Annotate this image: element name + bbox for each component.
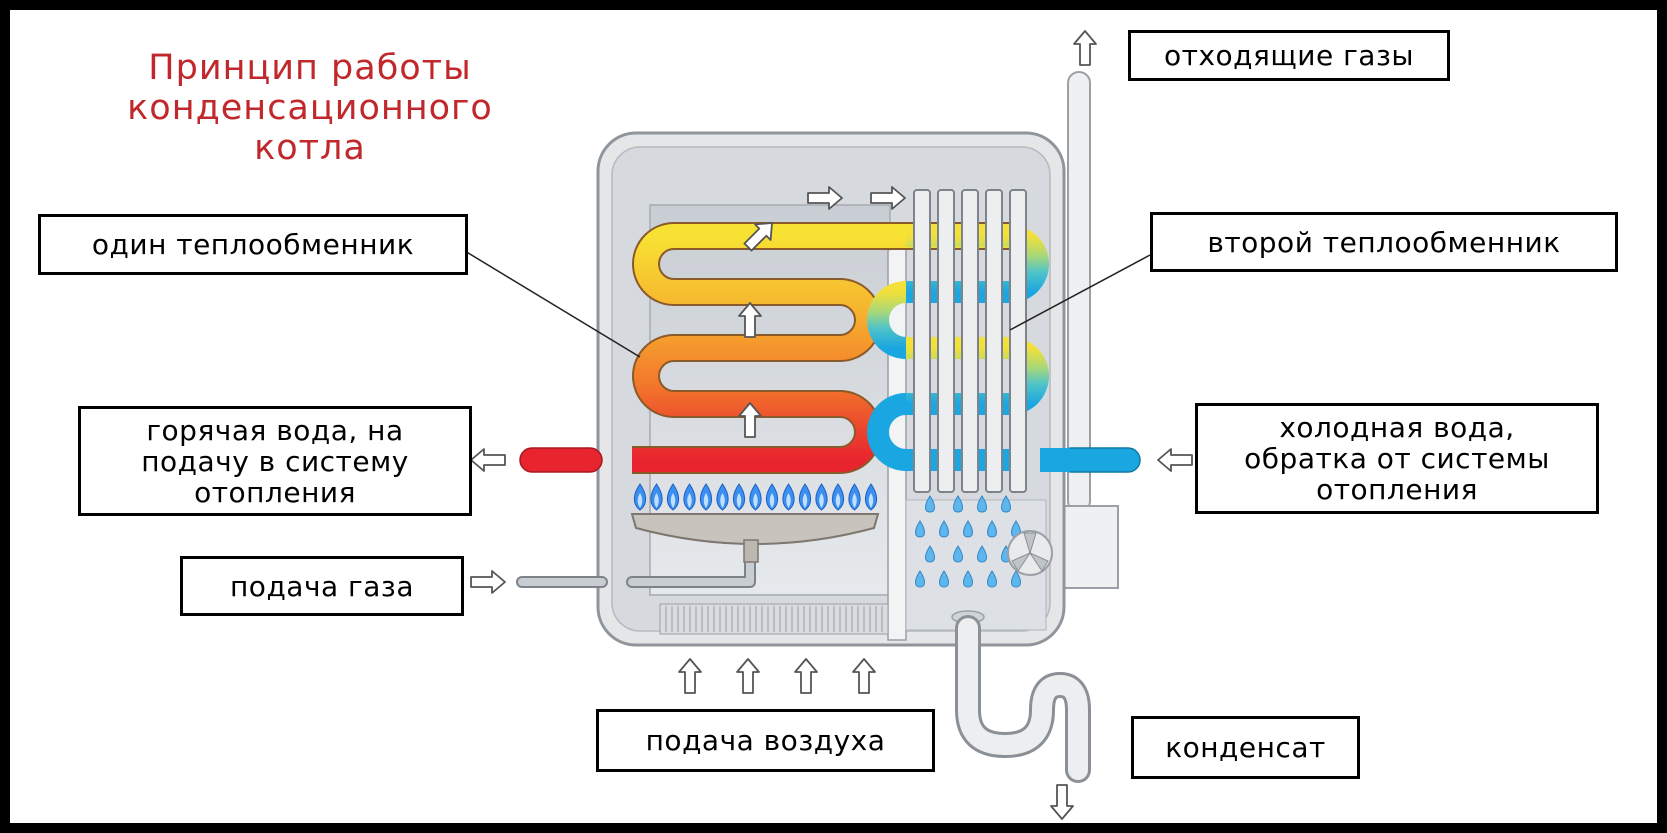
label-exhaust-gases: отходящие газы bbox=[1128, 30, 1450, 81]
arrow-up-icon bbox=[738, 402, 762, 438]
flame-icon bbox=[782, 483, 795, 511]
droplet-icon bbox=[915, 520, 925, 538]
callout-line-hx1 bbox=[454, 244, 641, 358]
label-cold-water: холодная вода, обратка от системы отопле… bbox=[1195, 403, 1599, 514]
arrow-down-icon bbox=[1050, 784, 1074, 820]
droplet-icon bbox=[915, 570, 925, 588]
label-heat-exchanger-2: второй теплообменник bbox=[1150, 212, 1618, 272]
droplet-icon bbox=[925, 495, 935, 513]
droplet-icon bbox=[1011, 570, 1021, 588]
flame-icon bbox=[716, 483, 729, 511]
arrow-up-icon bbox=[794, 658, 818, 694]
droplet-icon bbox=[987, 520, 997, 538]
flame-icon bbox=[765, 483, 779, 511]
flow-arrows bbox=[470, 30, 1193, 820]
exhaust-pipe bbox=[1067, 71, 1091, 513]
fan-icon bbox=[1007, 530, 1053, 576]
flame-icon bbox=[666, 483, 680, 511]
cold-water-pipe bbox=[1059, 447, 1141, 473]
flame-icon bbox=[831, 483, 845, 511]
callout-line-hx2 bbox=[1009, 254, 1151, 331]
diagram-frame: Принцип работы конденсационного котла от… bbox=[10, 10, 1657, 823]
title-line: конденсационного bbox=[127, 88, 493, 128]
arrow-up-icon bbox=[678, 658, 702, 694]
label-condensate: конденсат bbox=[1131, 716, 1360, 779]
droplet-icon bbox=[977, 495, 987, 513]
diagram-title: Принцип работы конденсационного котла bbox=[50, 48, 570, 168]
arrow-up-icon bbox=[743, 222, 773, 252]
boiler-illustration bbox=[454, 30, 1193, 820]
title-line: Принцип работы bbox=[148, 48, 472, 88]
label-hot-water: горячая вода, на подачу в систему отопле… bbox=[78, 406, 472, 516]
arrow-up-icon bbox=[736, 658, 760, 694]
flame-icon bbox=[650, 483, 663, 511]
arrow-up-icon bbox=[852, 658, 876, 694]
fan-housing bbox=[1057, 505, 1119, 589]
arrow-up-icon bbox=[738, 302, 762, 338]
label-air-supply: подача воздуха bbox=[596, 709, 935, 772]
label-heat-exchanger-1: один теплообменник bbox=[38, 214, 468, 275]
arrow-right-icon bbox=[470, 570, 506, 594]
droplet-icon bbox=[977, 545, 987, 563]
droplet-icon bbox=[963, 520, 973, 538]
flame-icon bbox=[633, 483, 647, 511]
secondary-heat-exchanger-tubes bbox=[913, 189, 1027, 493]
flame-icon bbox=[864, 483, 878, 511]
flame-icon bbox=[798, 483, 812, 511]
flame-icon bbox=[848, 483, 861, 511]
label-gas-supply: подача газа bbox=[180, 556, 464, 616]
droplet-icon bbox=[953, 545, 963, 563]
droplet-icon bbox=[925, 545, 935, 563]
flame-icon bbox=[815, 483, 828, 511]
flame-icon bbox=[749, 483, 762, 511]
arrow-right-icon bbox=[807, 186, 843, 210]
air-grille bbox=[659, 603, 889, 635]
droplet-icon bbox=[987, 570, 997, 588]
droplet-icon bbox=[953, 495, 963, 513]
arrow-left-icon bbox=[470, 448, 506, 472]
flame-icon bbox=[683, 483, 696, 511]
title-line: котла bbox=[254, 128, 366, 168]
condensate-droplets bbox=[915, 495, 1021, 588]
droplet-icon bbox=[963, 570, 973, 588]
hot-water-pipe bbox=[519, 447, 603, 473]
burner bbox=[630, 513, 880, 545]
droplet-icon bbox=[1001, 495, 1011, 513]
flame-icon bbox=[732, 483, 746, 511]
arrow-right-icon bbox=[870, 186, 906, 210]
droplet-icon bbox=[939, 570, 949, 588]
droplet-icon bbox=[939, 520, 949, 538]
flame-icon bbox=[699, 483, 713, 511]
arrow-up-icon bbox=[1073, 30, 1097, 66]
arrow-left-icon bbox=[1157, 448, 1193, 472]
burner-flames bbox=[633, 483, 878, 511]
